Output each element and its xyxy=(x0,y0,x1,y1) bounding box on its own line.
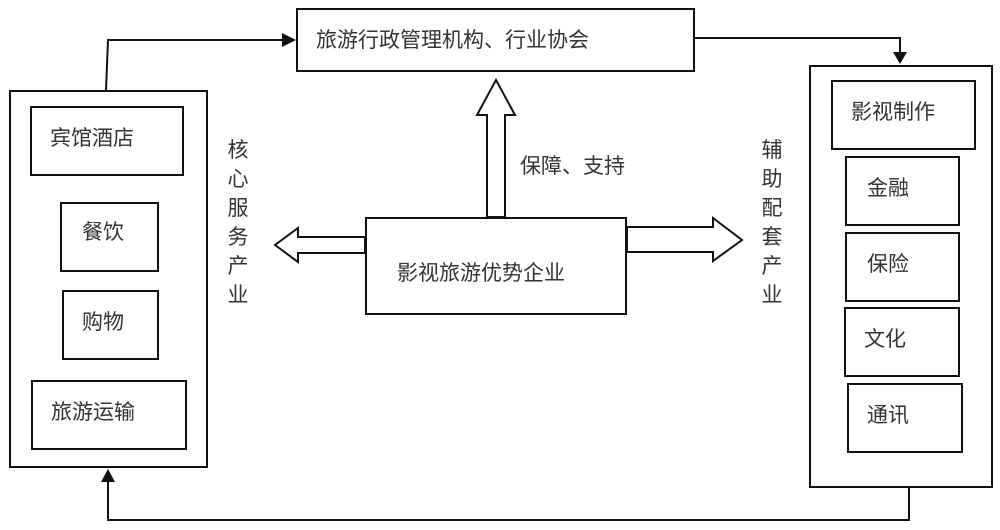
core-item-hotel: 宾馆酒店 xyxy=(30,106,184,176)
support-item-label: 文化 xyxy=(864,327,906,351)
arrowhead-right-icon xyxy=(282,33,296,47)
arrowhead-up-icon xyxy=(101,469,115,482)
support-item-film-production: 影视制作 xyxy=(831,80,976,150)
tourism-admin-label: 旅游行政管理机构、行业协会 xyxy=(316,28,589,52)
film-tourism-enterprise-box: 影视旅游优势企业 xyxy=(365,217,627,315)
hollow-arrow-up-support xyxy=(475,77,517,218)
core-item-label: 餐饮 xyxy=(82,220,124,244)
support-item-insurance: 保险 xyxy=(845,232,960,302)
flow-arrow-right-to-left xyxy=(107,478,910,521)
support-item-label: 保险 xyxy=(867,252,909,276)
support-item-culture: 文化 xyxy=(844,307,960,377)
tourism-admin-box: 旅游行政管理机构、行业协会 xyxy=(296,8,695,72)
hollow-arrow-right-support xyxy=(626,215,744,263)
core-item-transport: 旅游运输 xyxy=(31,380,187,450)
core-item-label: 宾馆酒店 xyxy=(50,126,134,150)
support-item-label: 金融 xyxy=(867,176,909,200)
core-item-label: 购物 xyxy=(82,310,124,334)
core-services-label: 核心服务产业 xyxy=(227,138,249,307)
supporting-industries-label: 辅助配套产业 xyxy=(761,138,783,307)
support-item-label: 通讯 xyxy=(867,403,909,427)
support-label: 保障、支持 xyxy=(520,154,625,178)
film-tourism-enterprise-label: 影视旅游优势企业 xyxy=(397,261,565,285)
core-item-shopping: 购物 xyxy=(62,290,159,360)
core-item-dining: 餐饮 xyxy=(60,202,159,272)
flow-arrow-left-to-top xyxy=(105,39,290,91)
flow-arrow-top-to-right xyxy=(695,37,901,55)
core-item-label: 旅游运输 xyxy=(51,400,135,424)
support-item-label: 影视制作 xyxy=(851,100,935,124)
arrowhead-down-icon xyxy=(893,52,907,64)
support-item-finance: 金融 xyxy=(845,156,960,226)
hollow-arrow-left-core xyxy=(273,226,366,264)
support-item-telecom: 通讯 xyxy=(847,383,963,453)
